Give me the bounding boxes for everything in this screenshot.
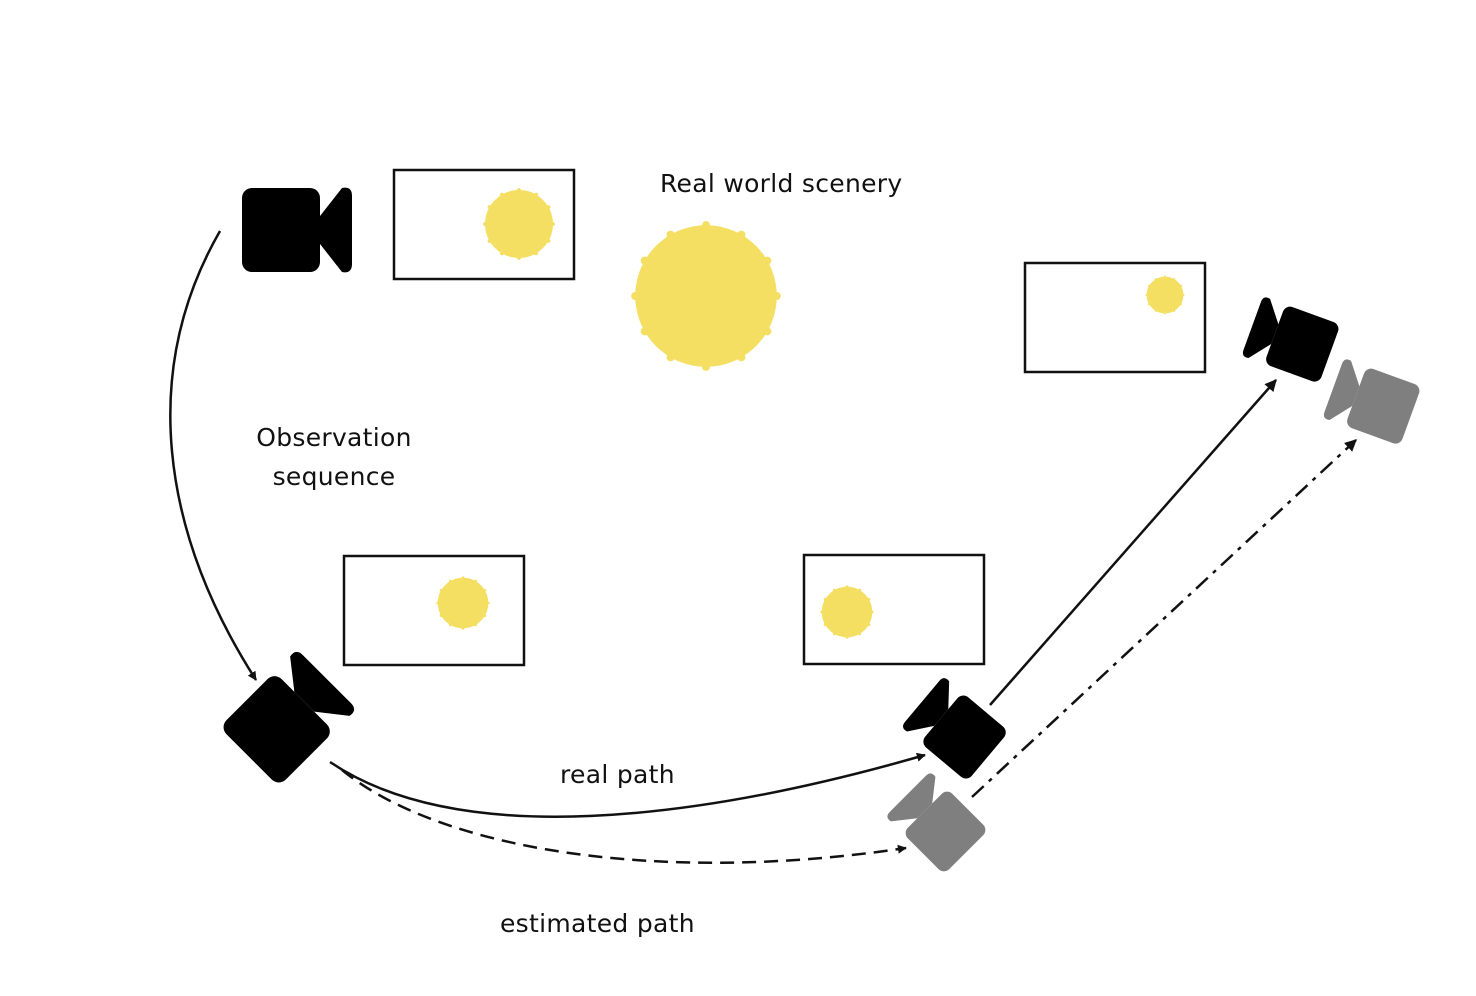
observation-frame-3 [802,553,986,666]
observation-frame-2 [342,554,526,667]
observation-sequence-arrow [169,230,258,681]
camera-3-video-camera-icon [900,676,1010,782]
real-path-arrow [329,752,926,818]
observation-label-line-1: Observation [256,423,412,452]
observation-frame-1 [392,168,576,281]
real-path-label: real path [560,760,675,789]
real-path-arrow-2 [989,379,1277,706]
scenery-label: Real world scenery [660,169,903,198]
estimated-path-label: estimated path [500,909,695,938]
observation-label-line-2: sequence [272,462,396,491]
camera-1-video-camera-icon [242,187,352,273]
estimated-path-arrow [341,769,907,864]
frame-2-sun-icon [438,578,488,628]
real-world-sun-icon [635,225,777,367]
frame-3-sun-icon [822,587,872,637]
observation-frame-4 [1023,261,1207,374]
estimated-camera-3-video-camera-icon [885,771,989,875]
frame-4-sun-icon [1147,277,1184,314]
camera-4-video-camera-icon [1241,296,1341,384]
frame-1-sun-icon [485,190,553,258]
estimated-path-arrow-2 [971,439,1357,798]
estimated-camera-4-video-camera-icon [1322,358,1422,446]
observation-sequence-label: Observation sequence [236,418,432,496]
